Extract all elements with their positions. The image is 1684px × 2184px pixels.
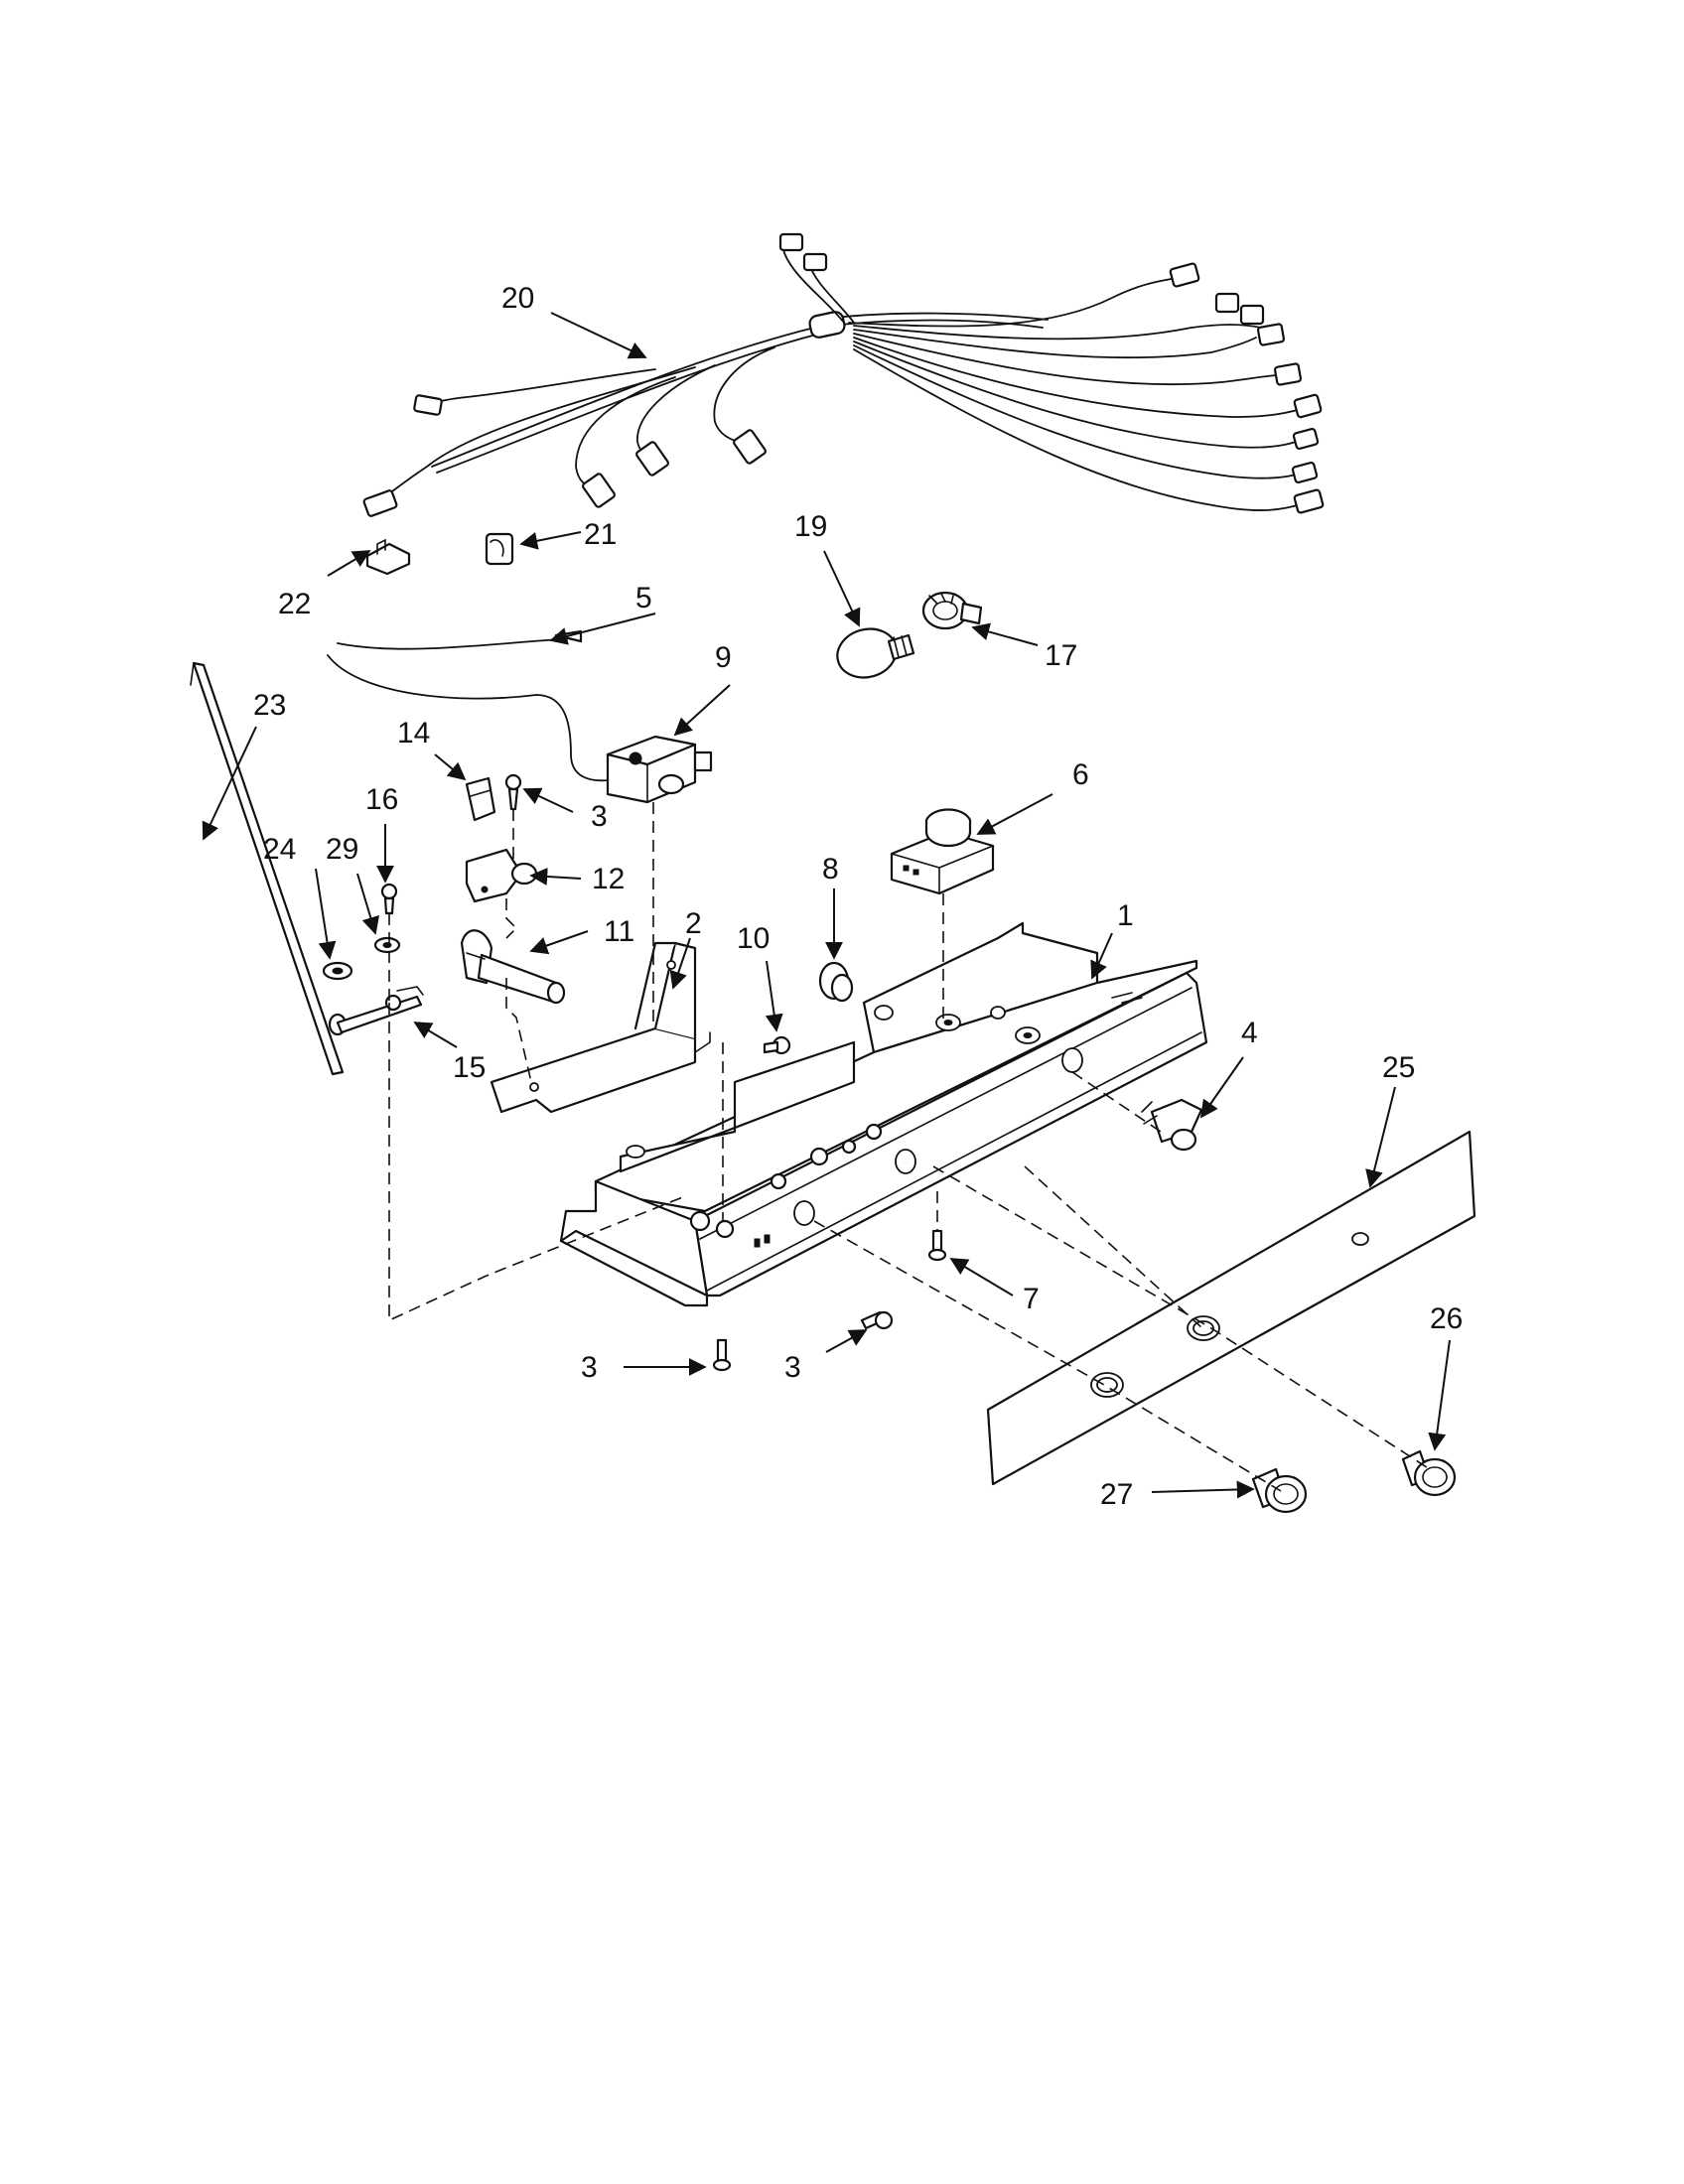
callout-6: 6 (1072, 758, 1089, 791)
callout-20: 20 (501, 282, 534, 315)
leader-arrows (202, 312, 1451, 1499)
damper-shaft-part (460, 929, 566, 1005)
mounting-bracket-part (490, 941, 711, 1114)
bracket-part (465, 848, 538, 903)
assembly-lines (388, 802, 1431, 1492)
callout-21: 21 (584, 518, 617, 551)
clip-bracket-part (465, 776, 496, 822)
control-knob-left-part (1251, 1467, 1308, 1514)
screw-small-part (380, 883, 398, 915)
capillary-tube-part (327, 629, 617, 782)
defrost-timer-part (890, 808, 995, 895)
callout-3-bottom-left: 3 (581, 1351, 598, 1384)
callout-1: 1 (1117, 899, 1134, 932)
wire-harness-part (362, 232, 1325, 517)
callout-10: 10 (737, 922, 770, 955)
screw-mid-part (763, 1035, 791, 1055)
callout-17: 17 (1045, 639, 1077, 672)
control-housing-part (559, 921, 1208, 1307)
thermostat-control-part (606, 735, 713, 804)
washer-large-part (322, 961, 353, 981)
callout-29: 29 (326, 833, 358, 866)
control-knob-right-part (1401, 1449, 1457, 1497)
callout-25: 25 (1382, 1051, 1415, 1084)
callout-23: 23 (253, 689, 286, 722)
control-rod-part (190, 661, 345, 1076)
washer-part (373, 936, 401, 954)
callout-11: 11 (604, 915, 634, 948)
grommet-part (818, 961, 854, 1003)
callout-2: 2 (685, 907, 702, 940)
callout-8: 8 (822, 853, 839, 886)
callout-26: 26 (1430, 1302, 1463, 1335)
callout-22: 22 (278, 588, 311, 620)
callout-4: 4 (1241, 1017, 1258, 1049)
control-panel-strip-part (986, 1130, 1476, 1486)
screw-lower-right-part (860, 1310, 894, 1330)
lever-arm-part (328, 986, 424, 1036)
screw-front-part (927, 1229, 947, 1262)
screw-lower-left-part (712, 1338, 732, 1372)
callout-12: 12 (592, 863, 625, 895)
terminal-clip-part (365, 538, 411, 576)
screw-top-part (504, 773, 522, 811)
callout-7: 7 (1023, 1283, 1040, 1315)
callout-14: 14 (397, 717, 430, 750)
callout-5: 5 (635, 582, 652, 614)
light-switch-part (1141, 1098, 1203, 1152)
callout-27: 27 (1100, 1478, 1133, 1511)
callout-3-bottom-mid: 3 (784, 1351, 801, 1384)
callout-15: 15 (453, 1051, 486, 1084)
callout-labels: 1 2 3 3 3 4 5 6 7 8 9 10 11 12 14 15 16 … (253, 282, 1463, 1511)
callout-16: 16 (365, 783, 398, 816)
callout-24: 24 (263, 833, 296, 866)
callout-9: 9 (715, 641, 732, 674)
callout-3-top: 3 (591, 800, 608, 833)
light-bulb-part (836, 627, 915, 679)
wire-clip-part (485, 532, 514, 566)
light-socket-part (921, 591, 983, 630)
callout-19: 19 (794, 510, 827, 543)
